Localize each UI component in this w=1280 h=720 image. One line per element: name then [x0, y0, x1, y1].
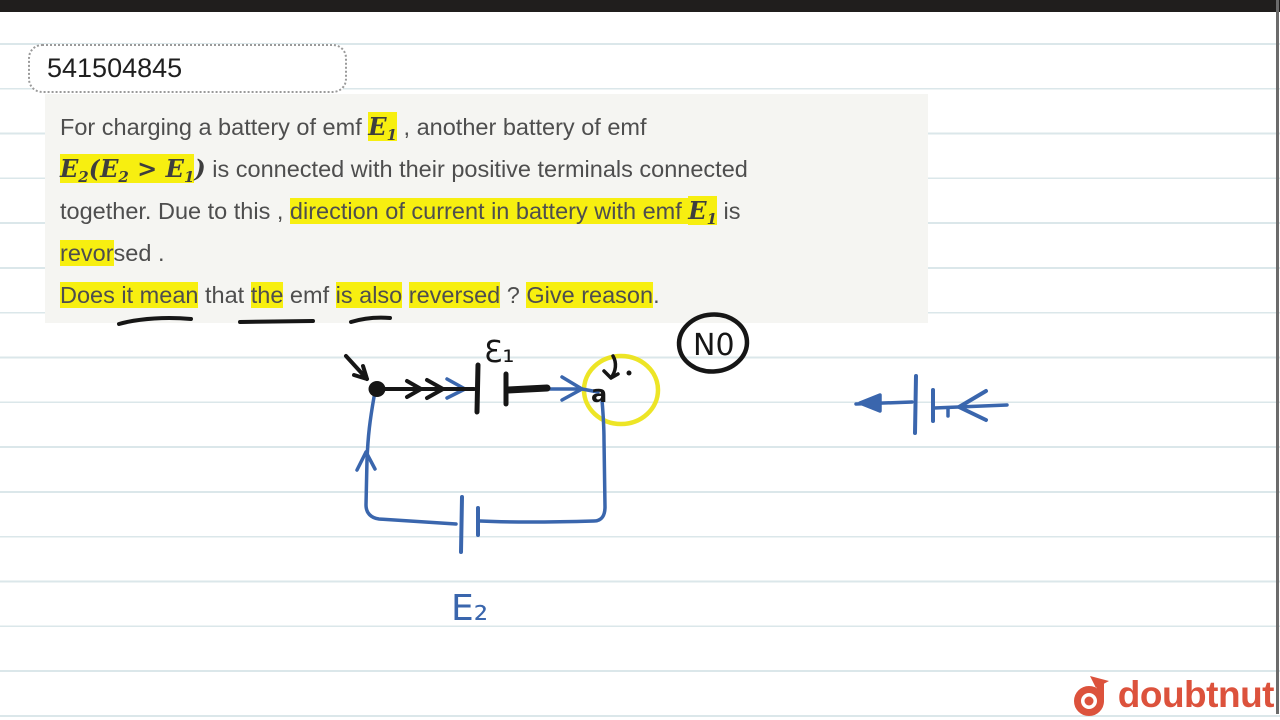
question-segment: sed .	[113, 240, 165, 266]
question-segment: together. Due to this ,	[60, 198, 290, 224]
e1-label: Ɛ₁	[484, 335, 514, 370]
question-box: For charging a battery of emf E1 , anoth…	[45, 94, 928, 323]
question-segment: revor	[60, 240, 114, 266]
question-segment: , another battery of emf	[397, 114, 647, 140]
question-line: Does it mean that the emf is also revers…	[60, 274, 918, 316]
top-black-bar	[0, 0, 1280, 12]
circuit-sketch: Ɛ₁ a E₂	[344, 335, 661, 629]
question-segment: is connected with their positive termina…	[205, 156, 748, 182]
brand-name: doubtnut	[1117, 674, 1275, 715]
question-segment: E1	[688, 196, 718, 228]
question-line: For charging a battery of emf E1 , anoth…	[60, 106, 918, 148]
side-battery-sketch	[854, 374, 1009, 435]
right-border-line	[1276, 0, 1279, 714]
doubtnut-logo-icon	[1073, 676, 1109, 716]
question-line: E2(E2 > E1) is connected with their posi…	[60, 148, 918, 190]
question-segment: Does it mean	[60, 282, 199, 308]
question-segment: that	[198, 282, 251, 308]
no-annotation-text: N0	[693, 328, 735, 363]
question-segment: )	[194, 154, 206, 183]
e2-label: E₂	[451, 588, 488, 629]
question-segment: Give reason	[526, 282, 654, 308]
question-segment: (	[88, 154, 101, 183]
circuit-node-dot	[368, 381, 386, 397]
question-segment: >	[128, 154, 166, 183]
question-segment: For charging a battery of emf	[60, 114, 369, 140]
question-id-box: 541504845	[28, 44, 347, 93]
question-segment: direction of current in battery with emf	[289, 198, 689, 224]
small-ink-dot	[626, 370, 632, 376]
question-line: together. Due to this , direction of cur…	[60, 190, 918, 232]
question-segment: E1	[165, 154, 195, 186]
question-segment: emf	[283, 282, 336, 308]
question-segment: E2	[60, 154, 89, 186]
question-segment: .	[653, 282, 660, 308]
question-segment: E2	[100, 154, 129, 186]
question-segment: ?	[500, 282, 527, 308]
question-text: For charging a battery of emf E1 , anoth…	[60, 106, 918, 316]
question-segment: the	[250, 282, 284, 308]
question-id: 541504845	[47, 53, 183, 83]
question-segment: is also	[335, 282, 403, 308]
question-segment: reversed	[408, 282, 501, 308]
question-segment: E1	[368, 112, 397, 144]
no-annotation-circle: N0	[676, 312, 750, 374]
doubtnut-watermark: doubtnut	[1070, 671, 1275, 719]
question-line: revorsed .	[60, 232, 918, 274]
underline-strokes	[117, 315, 392, 326]
question-segment: is	[717, 198, 741, 224]
node-a-label: a	[591, 380, 607, 408]
